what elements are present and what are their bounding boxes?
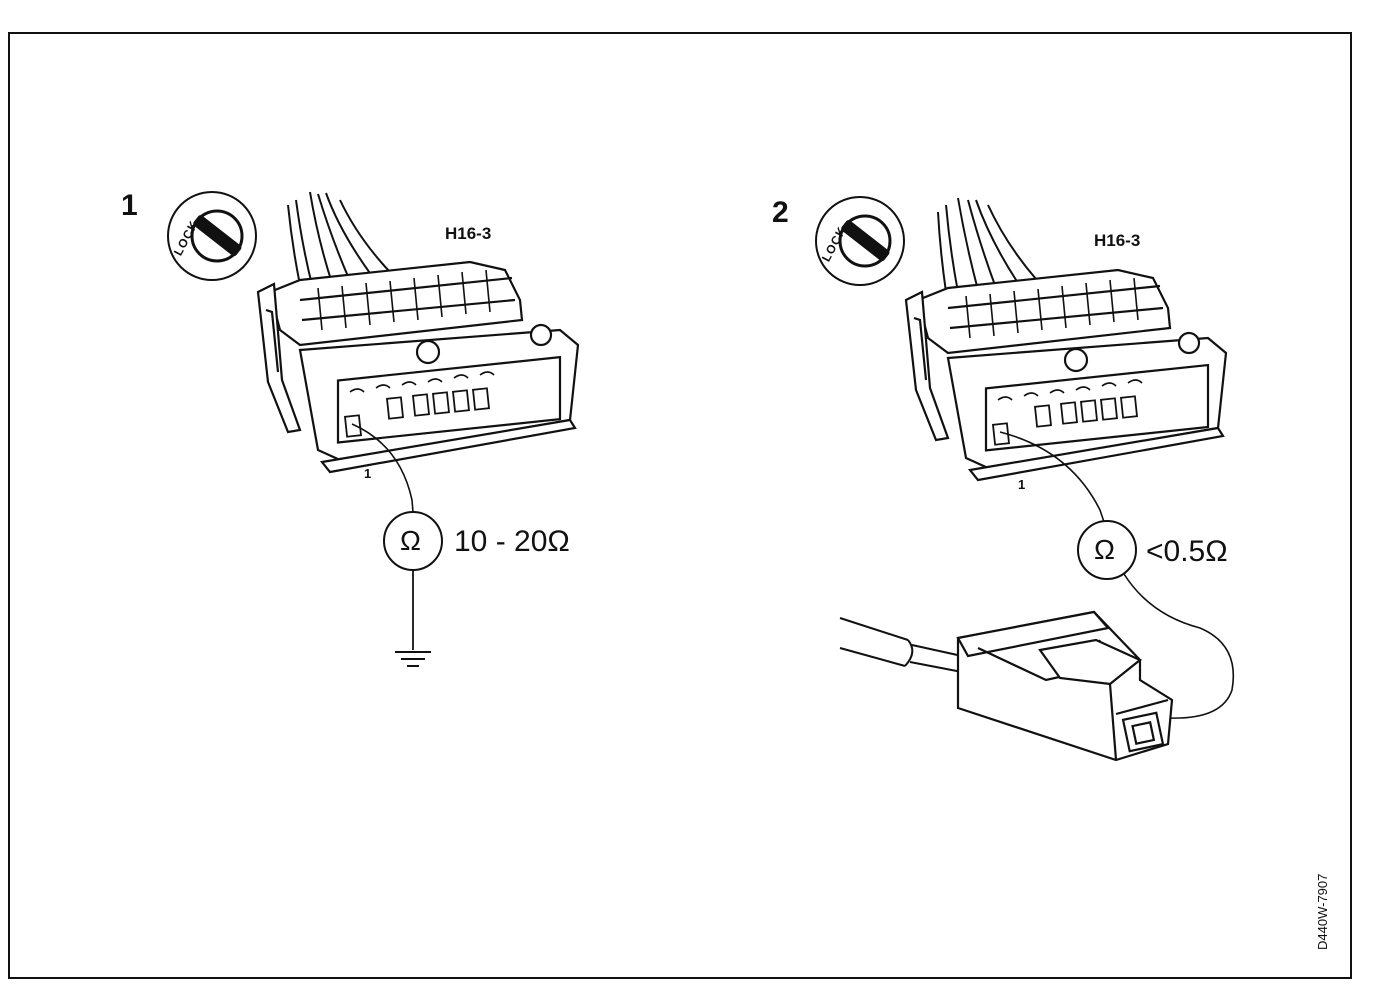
figure-code: D440W-7907	[1315, 873, 1330, 950]
connector-label: H16-3	[1094, 231, 1141, 250]
h16-3-connector-icon	[904, 268, 1228, 482]
cable-icon	[839, 617, 963, 673]
pin-label: 1	[1018, 477, 1026, 492]
test-lead-line	[351, 423, 414, 513]
ignition-key-lock-icon	[167, 191, 257, 281]
ignition-key-lock-icon	[815, 196, 905, 286]
test-lead-line	[1123, 573, 1235, 719]
diagram-1	[167, 191, 580, 667]
diagram-2	[815, 196, 1235, 762]
figure-border	[8, 32, 1352, 979]
test-lead-line	[999, 431, 1105, 523]
connector-label: H16-3	[445, 224, 492, 243]
ohmmeter-icon	[1077, 520, 1137, 580]
wire-harness-icon	[937, 197, 1037, 293]
diagram-number-2: 2	[772, 196, 789, 229]
plug-connector-icon	[956, 610, 1174, 762]
resistance-reading: <0.5Ω	[1146, 535, 1228, 568]
diagram-number-1: 1	[121, 189, 138, 222]
ohmmeter-symbol: Ω	[400, 525, 421, 556]
resistance-reading: 10 - 20Ω	[454, 525, 570, 558]
h16-3-connector-icon	[256, 260, 580, 474]
wire-harness-icon	[287, 191, 391, 286]
ground-icon	[395, 651, 431, 667]
pin-label: 1	[364, 466, 372, 481]
ohmmeter-symbol: Ω	[1094, 534, 1115, 565]
